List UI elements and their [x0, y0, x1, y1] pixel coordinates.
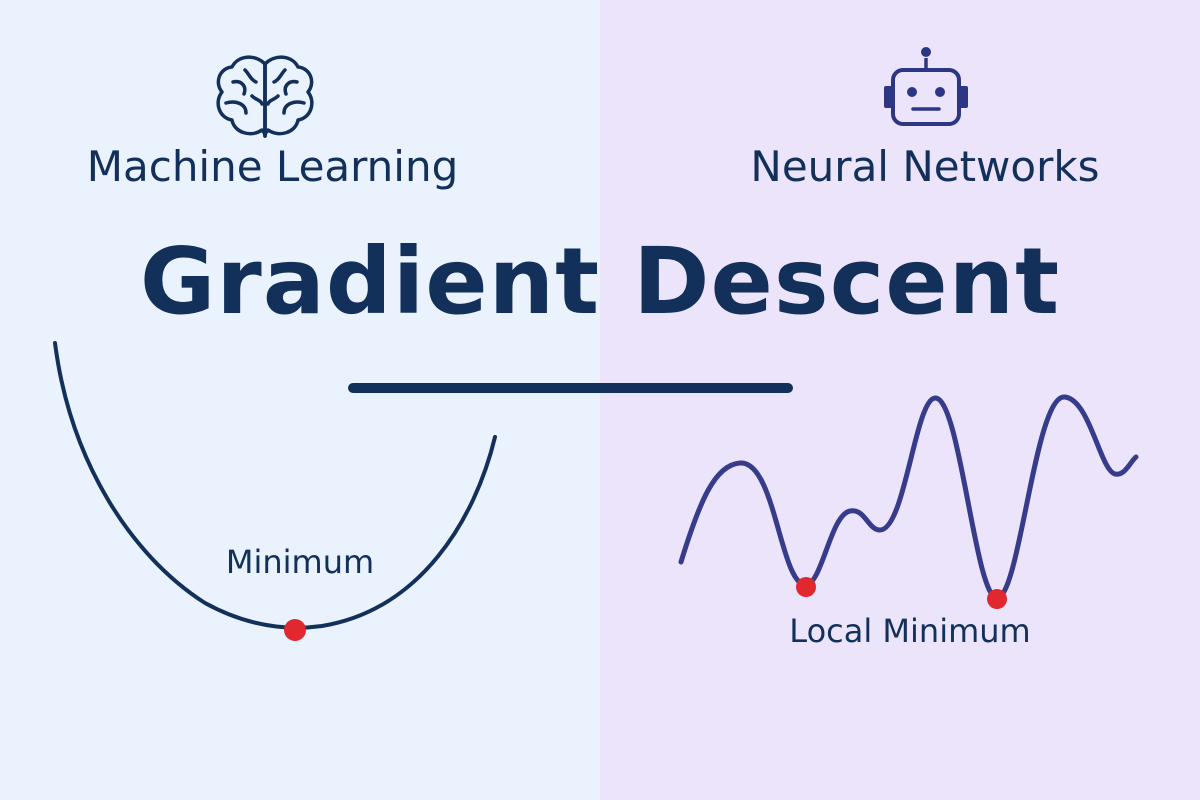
right-panel — [600, 0, 1200, 800]
convex-loss-curve — [53, 341, 497, 630]
global-minimum-marker — [284, 619, 306, 641]
minimum-label: Minimum — [225, 543, 375, 581]
neural-networks-heading: Neural Networks — [750, 142, 1100, 191]
local-minimum-marker — [987, 589, 1007, 609]
left-panel — [0, 0, 600, 800]
main-title: Gradient Descent — [139, 228, 1061, 335]
brain-icon — [216, 55, 314, 138]
local-minimum-label: Local Minimum — [789, 612, 1031, 650]
local-minimum-marker — [796, 577, 816, 597]
machine-learning-heading: Machine Learning — [86, 142, 459, 191]
robot-icon — [884, 47, 968, 126]
non-convex-loss-curve — [678, 394, 1139, 601]
